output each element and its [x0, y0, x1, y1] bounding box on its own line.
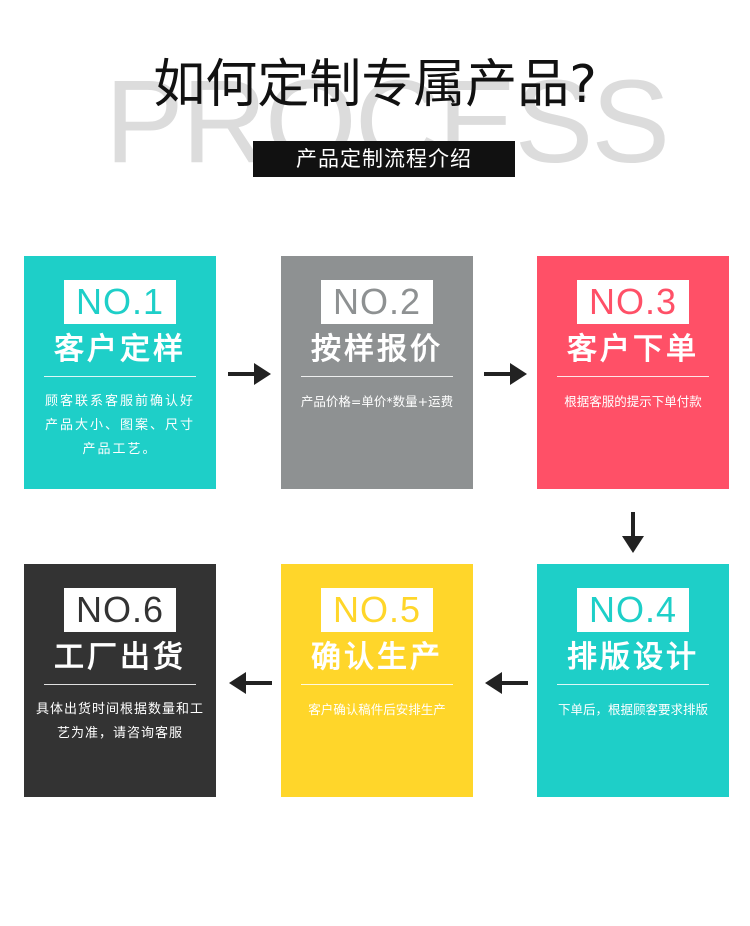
step-card-5: NO.5 确认生产 客户确认稿件后安排生产 — [281, 564, 473, 797]
page-title: 如何定制专属产品? — [153, 55, 597, 115]
step-title: 确认生产 — [311, 640, 443, 675]
step-number: NO.2 — [321, 280, 433, 324]
step-number: NO.3 — [577, 280, 689, 324]
step-card-4: NO.4 排版设计 下单后，根据顾客要求排版 — [537, 564, 729, 797]
step-description: 具体出货时间根据数量和工艺为准，请咨询客服 — [35, 702, 204, 741]
step-description: 客户确认稿件后安排生产 — [308, 702, 446, 717]
step-description: 根据客服的提示下单付款 — [564, 394, 702, 409]
step-title: 排版设计 — [567, 640, 699, 675]
step-card-2: NO.2 按样报价 产品价格=单价*数量+运费 — [281, 256, 473, 489]
step-number: NO.1 — [64, 280, 176, 324]
divider — [557, 684, 709, 685]
step-title: 客户下单 — [567, 332, 699, 367]
divider — [44, 684, 196, 685]
step-description: 产品价格=单价*数量+运费 — [300, 394, 454, 409]
step-card-3: NO.3 客户下单 根据客服的提示下单付款 — [537, 256, 729, 489]
divider — [557, 376, 709, 377]
divider — [301, 684, 453, 685]
step-number: NO.5 — [321, 588, 433, 632]
arrow-left-icon — [229, 672, 272, 694]
step-description: 下单后，根据顾客要求排版 — [557, 702, 708, 717]
step-title: 工厂出货 — [54, 640, 186, 675]
arrow-left-icon — [485, 672, 528, 694]
arrow-down-icon — [622, 512, 644, 553]
arrow-right-icon — [228, 363, 271, 385]
divider — [44, 376, 196, 377]
step-title: 客户定样 — [54, 332, 186, 367]
step-number: NO.4 — [577, 588, 689, 632]
step-card-6: NO.6 工厂出货 具体出货时间根据数量和工艺为准，请咨询客服 — [24, 564, 216, 797]
step-card-1: NO.1 客户定样 顾客联系客服前确认好产品大小、图案、尺寸产品工艺。 — [24, 256, 216, 489]
page-subtitle: 产品定制流程介绍 — [253, 141, 515, 177]
step-title: 按样报价 — [311, 332, 443, 367]
divider — [301, 376, 453, 377]
arrow-right-icon — [484, 363, 527, 385]
step-description: 顾客联系客服前确认好产品大小、图案、尺寸产品工艺。 — [44, 394, 195, 457]
step-number: NO.6 — [64, 588, 176, 632]
